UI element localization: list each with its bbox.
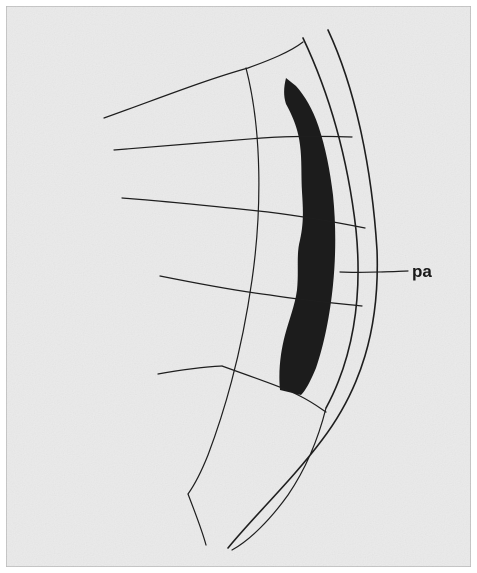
textured-panel bbox=[6, 6, 471, 567]
pa-label: pa bbox=[412, 262, 432, 281]
